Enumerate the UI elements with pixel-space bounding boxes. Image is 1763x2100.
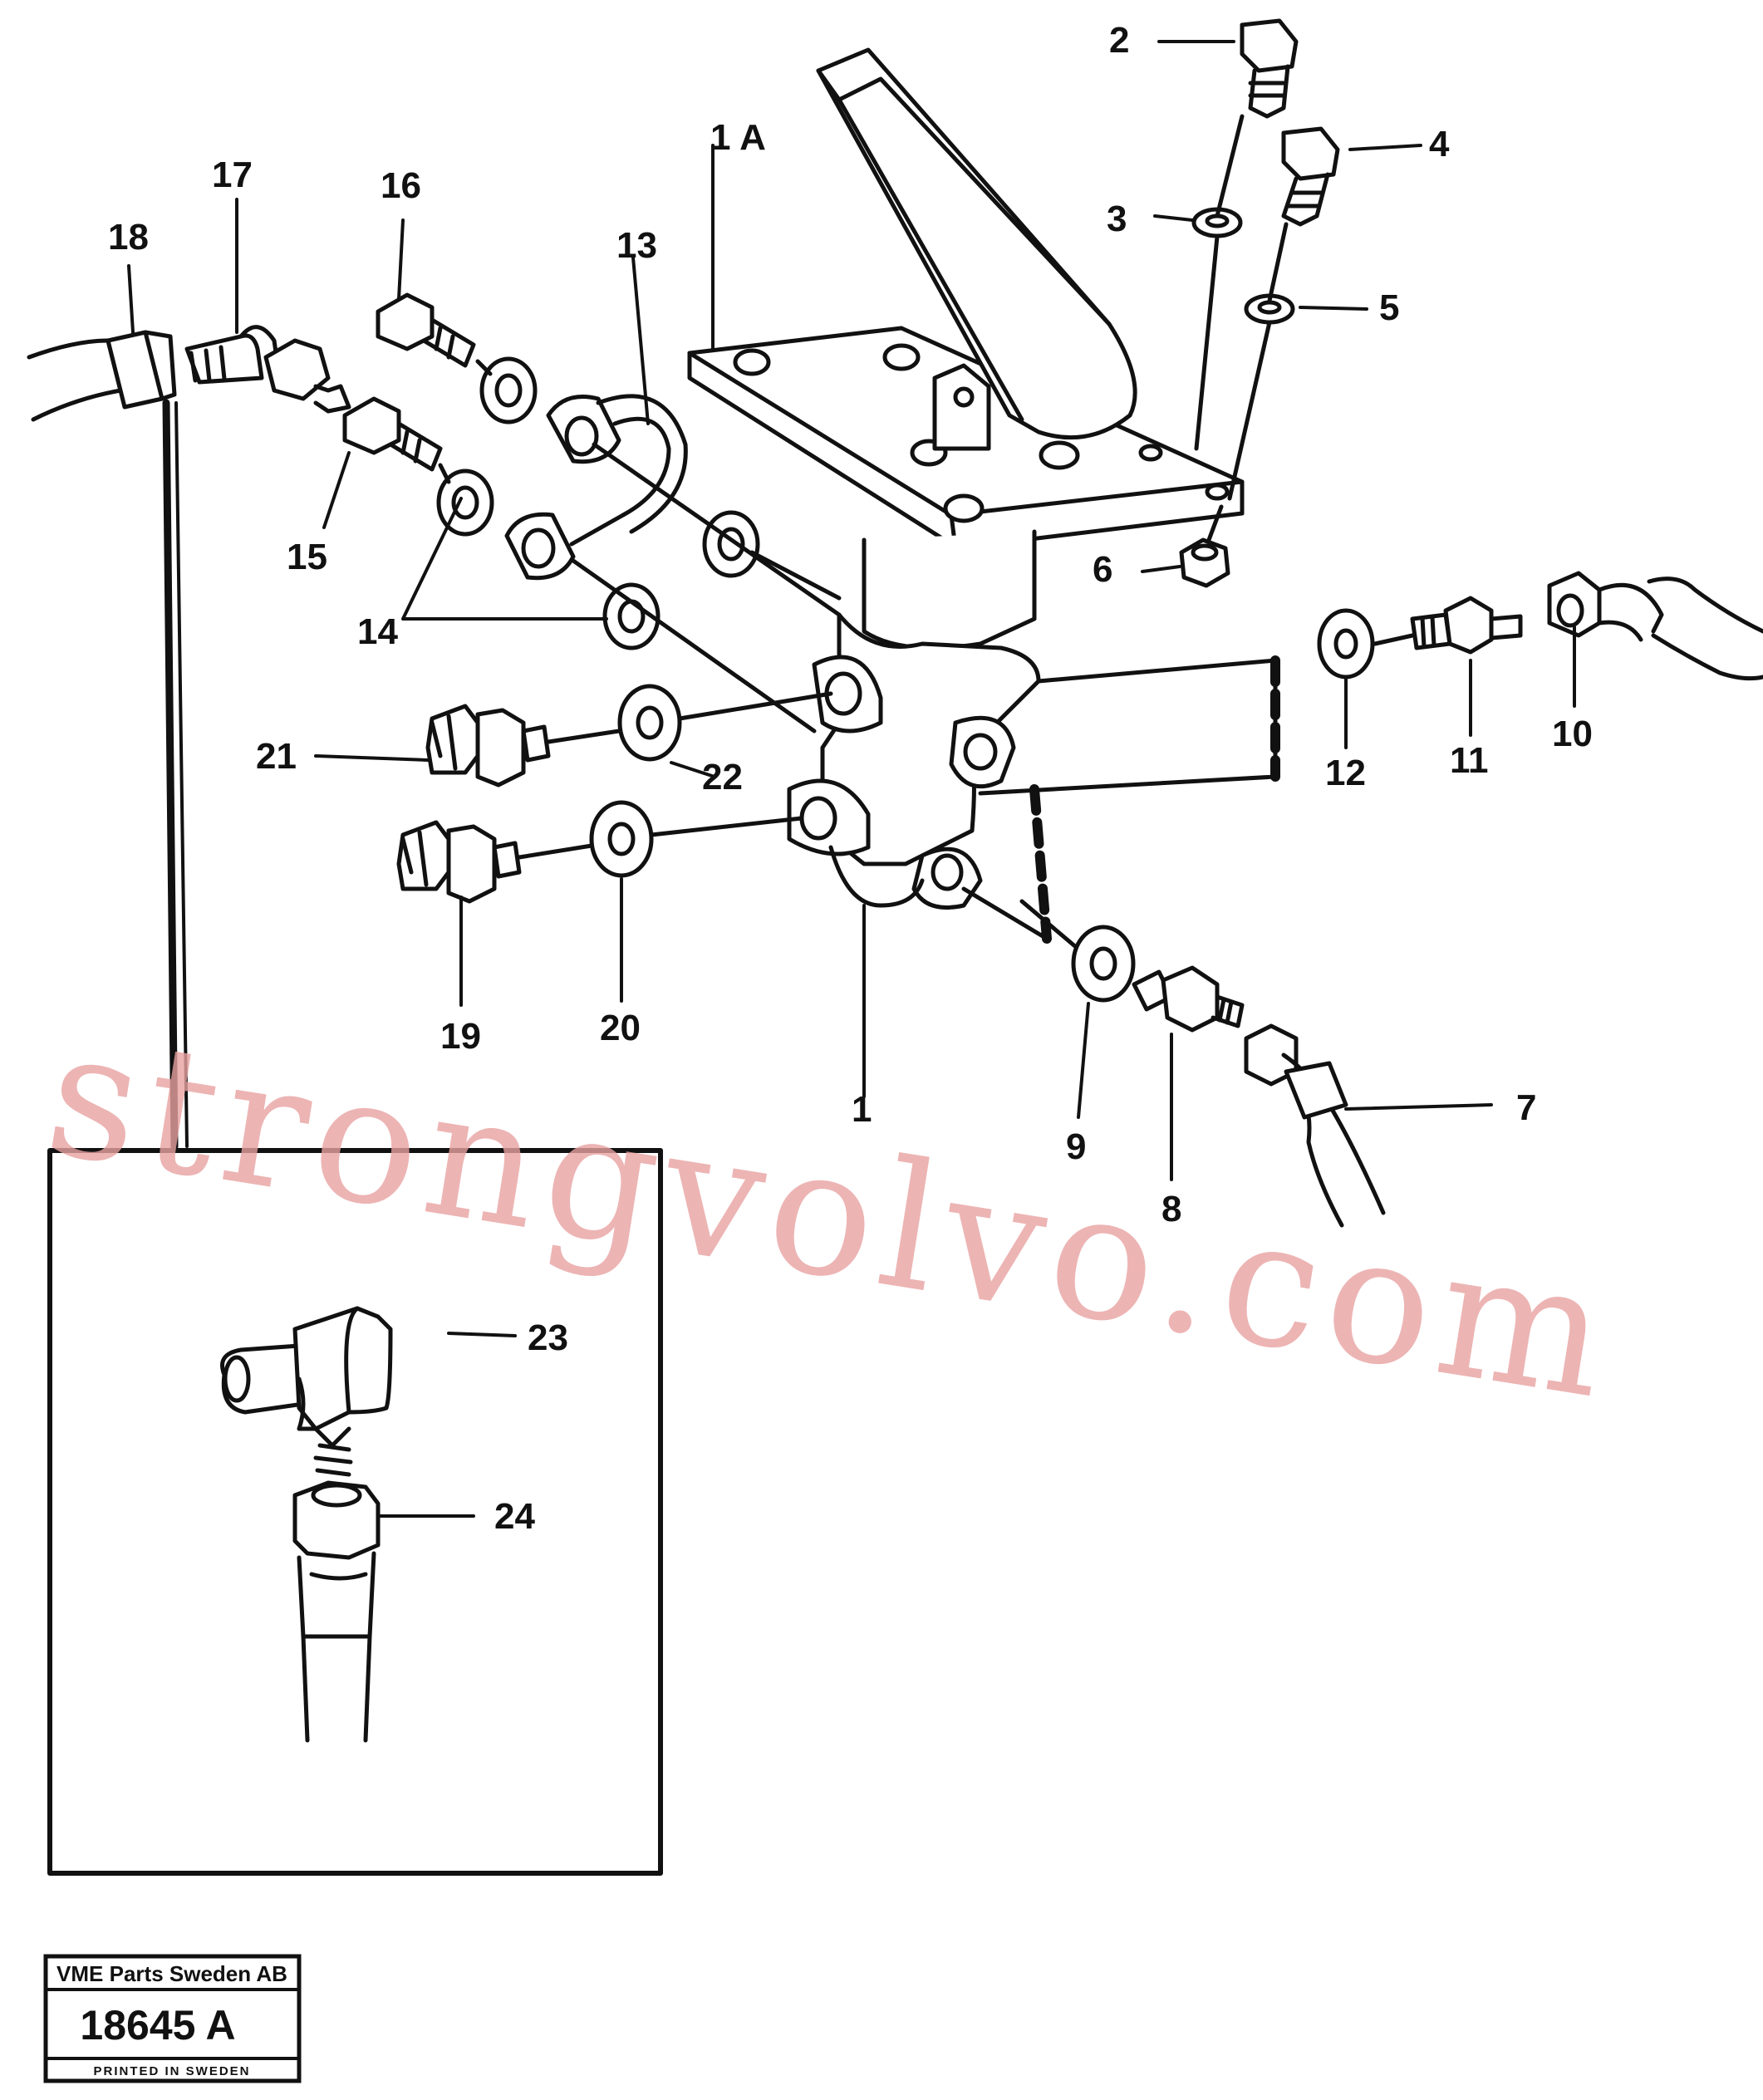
callout-16: 16 xyxy=(381,165,421,206)
callout-1: 1 xyxy=(852,1089,872,1130)
callout-19: 19 xyxy=(440,1016,481,1057)
callout-2: 2 xyxy=(1109,20,1129,61)
washer-12 xyxy=(1317,608,1375,680)
callout-23: 23 xyxy=(528,1317,568,1358)
leader-lines xyxy=(127,40,1576,1518)
banjo-bolt-16 xyxy=(376,292,476,368)
callout-9: 9 xyxy=(1066,1126,1086,1167)
nut-6 xyxy=(1179,537,1230,588)
bolt-2 xyxy=(1240,18,1299,119)
stamp-drawing-number: 18645 A xyxy=(80,2002,235,2048)
stamp-printed: PRINTED IN SWEDEN xyxy=(93,2064,250,2078)
callout-18: 18 xyxy=(108,217,149,258)
callout-labels: 2 4 1 A 3 5 6 17 18 16 13 15 14 21 22 12… xyxy=(108,20,1593,1537)
callout-13: 13 xyxy=(616,225,657,266)
washer-20 xyxy=(589,800,654,878)
banjo-pipe-13 xyxy=(504,394,688,581)
banjo-bolt-15 xyxy=(342,396,443,472)
callout-14: 14 xyxy=(357,611,398,652)
callout-3: 3 xyxy=(1107,199,1127,239)
callout-22: 22 xyxy=(702,757,743,797)
hose-7 xyxy=(1244,1023,1386,1228)
callout-4: 4 xyxy=(1429,124,1450,164)
callout-10: 10 xyxy=(1552,714,1593,754)
callout-5: 5 xyxy=(1379,287,1399,328)
bolt-4 xyxy=(1281,126,1340,227)
callout-21: 21 xyxy=(256,736,297,777)
washer-14c xyxy=(702,510,760,578)
nipple-8 xyxy=(1132,965,1245,1033)
callout-1a: 1 A xyxy=(710,117,766,158)
washer-14a xyxy=(479,356,538,424)
brake-valve-body xyxy=(787,529,1041,910)
tee-fitting-23 xyxy=(220,1306,393,1477)
hose-24 xyxy=(292,1480,381,1743)
washer-14d xyxy=(602,582,661,650)
washer-9 xyxy=(1071,925,1136,1003)
hose-18 xyxy=(27,330,177,422)
callout-6: 6 xyxy=(1093,549,1112,590)
callout-20: 20 xyxy=(600,1008,641,1048)
elbow-17 xyxy=(184,325,351,414)
detail-inset-box xyxy=(47,1148,663,1876)
drawing-stamp: VME Parts Sweden AB 18645 A PRINTED IN S… xyxy=(43,1954,302,2083)
stamp-company: VME Parts Sweden AB xyxy=(56,1961,287,1986)
brake-pedal xyxy=(687,47,1245,551)
nipple-11 xyxy=(1410,596,1523,655)
callout-17: 17 xyxy=(212,155,253,195)
pressure-switch-21 xyxy=(425,704,551,788)
callout-11: 11 xyxy=(1450,740,1489,781)
pressure-switch-19 xyxy=(396,820,522,904)
callout-8: 8 xyxy=(1161,1189,1181,1229)
hose-10 xyxy=(1547,571,1763,681)
callout-15: 15 xyxy=(287,537,327,577)
callout-7: 7 xyxy=(1516,1087,1536,1128)
washer-22 xyxy=(617,684,682,762)
callout-24: 24 xyxy=(494,1496,535,1537)
callout-12: 12 xyxy=(1325,753,1366,793)
